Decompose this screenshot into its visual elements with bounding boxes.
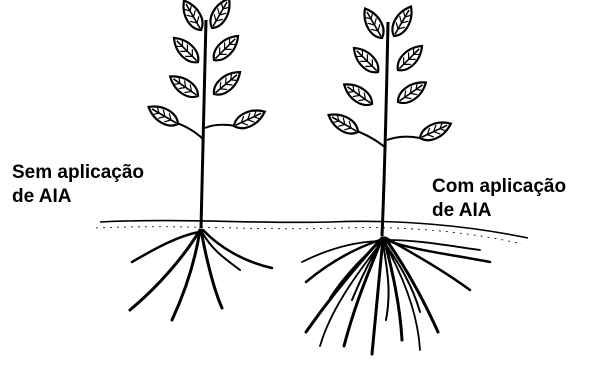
label-with-auxin-line1: Com aplicação	[432, 175, 566, 199]
label-with-auxin-line2: de AIA	[432, 199, 566, 223]
roots-dense	[302, 238, 490, 354]
label-without-auxin-line1: Sem aplicação	[12, 161, 144, 185]
soil-surface	[96, 221, 528, 244]
label-without-auxin-line2: de AIA	[12, 185, 144, 209]
roots-sparse	[130, 230, 272, 320]
label-with-auxin: Com aplicação de AIA	[432, 175, 566, 223]
label-without-auxin: Sem aplicação de AIA	[12, 161, 144, 209]
plant-without-auxin	[145, 0, 268, 228]
